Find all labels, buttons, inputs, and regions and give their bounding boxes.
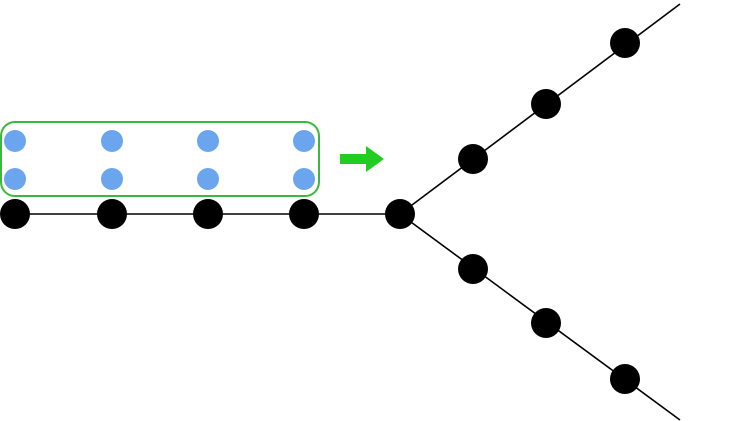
backbone-nodes (0, 199, 319, 229)
upper-branch-nodes (458, 28, 640, 174)
highlight-node (4, 130, 26, 152)
backbone-node (193, 199, 223, 229)
lower-branch-node (458, 254, 488, 284)
highlight-node (4, 168, 26, 190)
highlight-frame (0, 121, 320, 197)
lower-branch-node (531, 308, 561, 338)
highlight-node (101, 168, 123, 190)
lower-branch-node (610, 364, 640, 394)
highlight-node (197, 130, 219, 152)
upper-branch-node (458, 144, 488, 174)
backbone-node (289, 199, 319, 229)
highlight-node (293, 130, 315, 152)
highlight-node-grid (4, 130, 315, 190)
highlight-node (293, 168, 315, 190)
upper-branch-node (531, 89, 561, 119)
junction-node (385, 199, 415, 229)
highlight-node (197, 168, 219, 190)
lower-branch-nodes (458, 254, 640, 394)
backbone-node (0, 199, 30, 229)
highlight-node (101, 130, 123, 152)
upper-branch-node (610, 28, 640, 58)
arrow-right-icon (340, 146, 384, 172)
backbone-node (97, 199, 127, 229)
